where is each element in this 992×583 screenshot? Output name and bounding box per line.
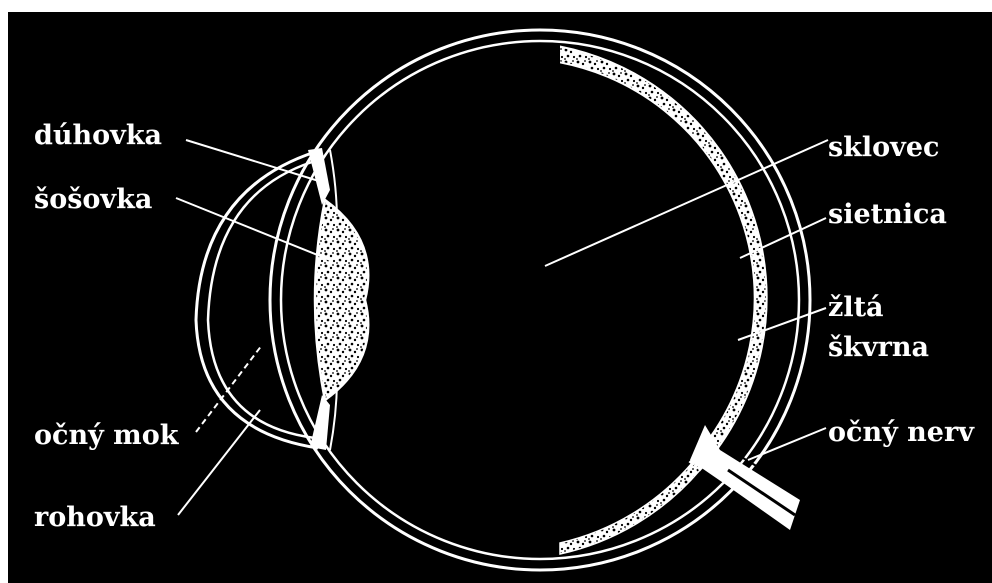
leader-macula bbox=[738, 308, 826, 340]
cornea-outer bbox=[196, 152, 318, 448]
leader-lens bbox=[176, 198, 330, 260]
label-vitreous: sklovec bbox=[828, 130, 939, 166]
label-cornea: rohovka bbox=[34, 500, 156, 536]
label-macula-line2: škvrna bbox=[828, 330, 929, 366]
label-aqueous: očný mok bbox=[34, 418, 178, 454]
leader-iris bbox=[186, 140, 322, 182]
label-optic-nerve: očný nerv bbox=[828, 415, 974, 451]
leader-vitreous bbox=[545, 140, 828, 266]
label-lens: šošovka bbox=[34, 182, 152, 218]
lens bbox=[315, 200, 368, 400]
retina-band-lower bbox=[560, 463, 700, 554]
label-iris: dúhovka bbox=[34, 118, 162, 154]
leader-cornea bbox=[178, 410, 260, 515]
label-retina: sietnica bbox=[828, 197, 947, 233]
leader-optic-nerve bbox=[748, 428, 826, 460]
retina-band bbox=[545, 44, 767, 470]
label-macula-line1: žltá bbox=[828, 290, 884, 326]
eye-diagram: dúhovka šošovka očný mok rohovka sklovec… bbox=[8, 12, 992, 583]
